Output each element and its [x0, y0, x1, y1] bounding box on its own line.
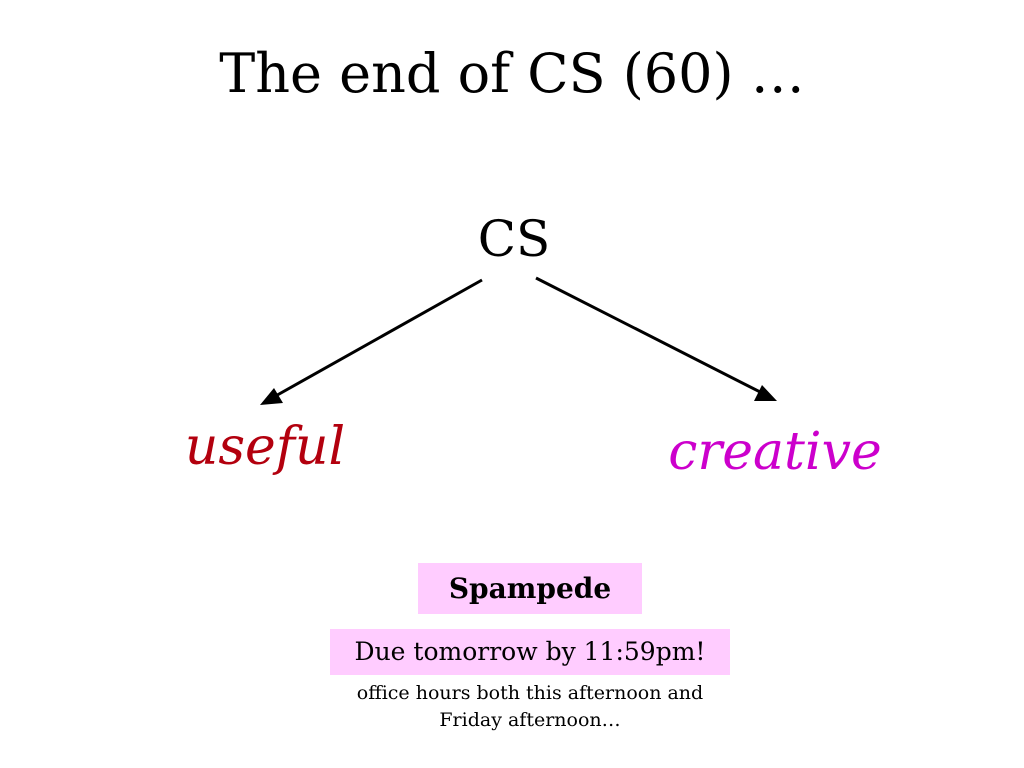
arrow-line-right — [535, 276, 765, 396]
due-date-box: Due tomorrow by 11:59pm! — [330, 629, 730, 675]
slide-title: The end of CS (60) … — [219, 42, 805, 105]
assignment-name-box: Spampede — [418, 563, 642, 614]
office-hours-line-1: office hours both this afternoon and — [356, 682, 704, 704]
office-hours-line-2: Friday afternoon… — [439, 709, 621, 731]
arrowhead-right — [754, 385, 777, 401]
arrowhead-left — [260, 388, 283, 405]
leaf-useful-label: useful — [184, 417, 346, 477]
leaf-creative-label: creative — [668, 422, 882, 482]
office-hours-note: office hours both this afternoon and Fri… — [320, 680, 740, 734]
arrow-line-left — [271, 278, 483, 400]
root-node-label: CS — [477, 210, 551, 268]
